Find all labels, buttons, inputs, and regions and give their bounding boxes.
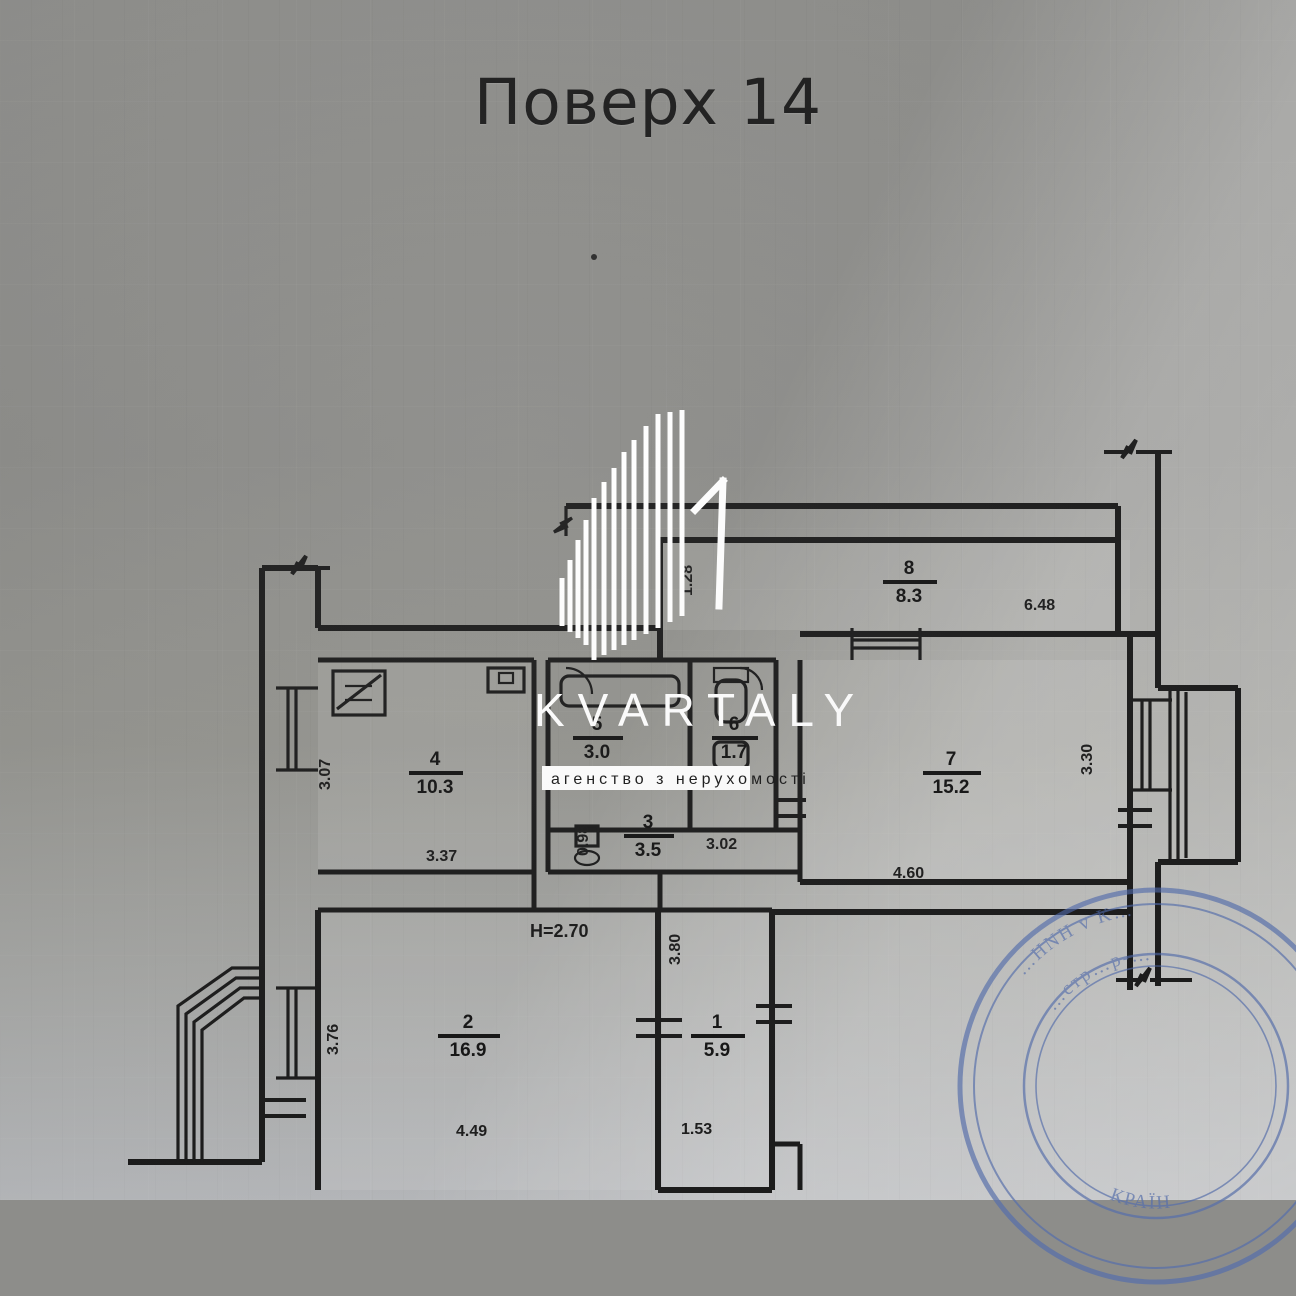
svg-text:3: 3	[643, 812, 654, 833]
room-label-4: 4 10.3	[409, 749, 463, 798]
dimension-niche-width: 0.98	[575, 825, 592, 856]
ink-speck	[591, 254, 597, 260]
room-fills	[318, 540, 1130, 1190]
room-label-2: 2 16.9	[438, 1012, 500, 1061]
fixture-toilet	[712, 666, 750, 724]
door-openings	[262, 798, 1152, 1118]
dimension-room7-width: 4.60	[893, 865, 924, 882]
svg-text:7: 7	[946, 749, 957, 770]
ceiling-height-label: H=2.70	[530, 921, 589, 941]
interior-walls	[318, 657, 803, 1190]
dimension-corridor-top-height: 1.28	[679, 565, 696, 596]
window-openings	[276, 628, 1172, 1080]
svg-text:5.9: 5.9	[704, 1040, 730, 1061]
dimension-room1-width: 1.53	[681, 1121, 712, 1138]
dimension-room2-height: 3.76	[325, 1024, 342, 1055]
break-symbol-corridor	[553, 506, 573, 536]
svg-text:8: 8	[904, 558, 915, 579]
dimension-room4-width: 3.37	[426, 848, 457, 865]
svg-text:10.3: 10.3	[417, 777, 454, 798]
room-label-3: 3 3.5	[624, 812, 674, 861]
svg-text:3.0: 3.0	[584, 742, 610, 763]
svg-text:3.5: 3.5	[635, 840, 662, 861]
room-label-7: 7 15.2	[923, 749, 981, 798]
balcony-right	[1168, 688, 1188, 862]
dimension-room8-width: 6.48	[1024, 597, 1055, 614]
dimension-room1-height: 3.80	[667, 934, 684, 965]
room-label-6: 6 1.7	[712, 714, 758, 763]
dimension-room7-height: 3.30	[1079, 744, 1096, 775]
svg-text:8.3: 8.3	[896, 586, 922, 607]
svg-text:1.7: 1.7	[721, 742, 747, 763]
fixture-riser-shaft	[573, 824, 601, 867]
dimension-room2-width: 4.49	[456, 1123, 487, 1140]
svg-text:1: 1	[712, 1012, 723, 1033]
fixture-bathtub	[559, 674, 681, 708]
fixture-stove	[331, 669, 387, 717]
room-label-8: 8 8.3	[883, 558, 937, 607]
room-label-5: 5 3.0	[573, 714, 623, 763]
svg-text:15.2: 15.2	[933, 777, 970, 798]
dimension-room4-height: 3.07	[317, 759, 334, 790]
svg-text:2: 2	[463, 1012, 474, 1033]
balcony-left	[176, 966, 262, 1162]
svg-text:16.9: 16.9	[450, 1040, 487, 1061]
svg-text:4: 4	[430, 749, 441, 770]
page-title: Поверх 14	[473, 66, 823, 139]
fixture-sink-kitchen	[486, 666, 526, 694]
dimension-corridor-width: 3.02	[706, 836, 737, 853]
svg-text:5: 5	[592, 714, 603, 735]
floor-plan-drawing: 3.07 3.37 3.76 4.49 3.30 4.60 6.48 3.80 …	[128, 254, 1241, 1193]
svg-text:6: 6	[729, 714, 740, 735]
room-label-1: 1 5.9	[691, 1012, 745, 1061]
